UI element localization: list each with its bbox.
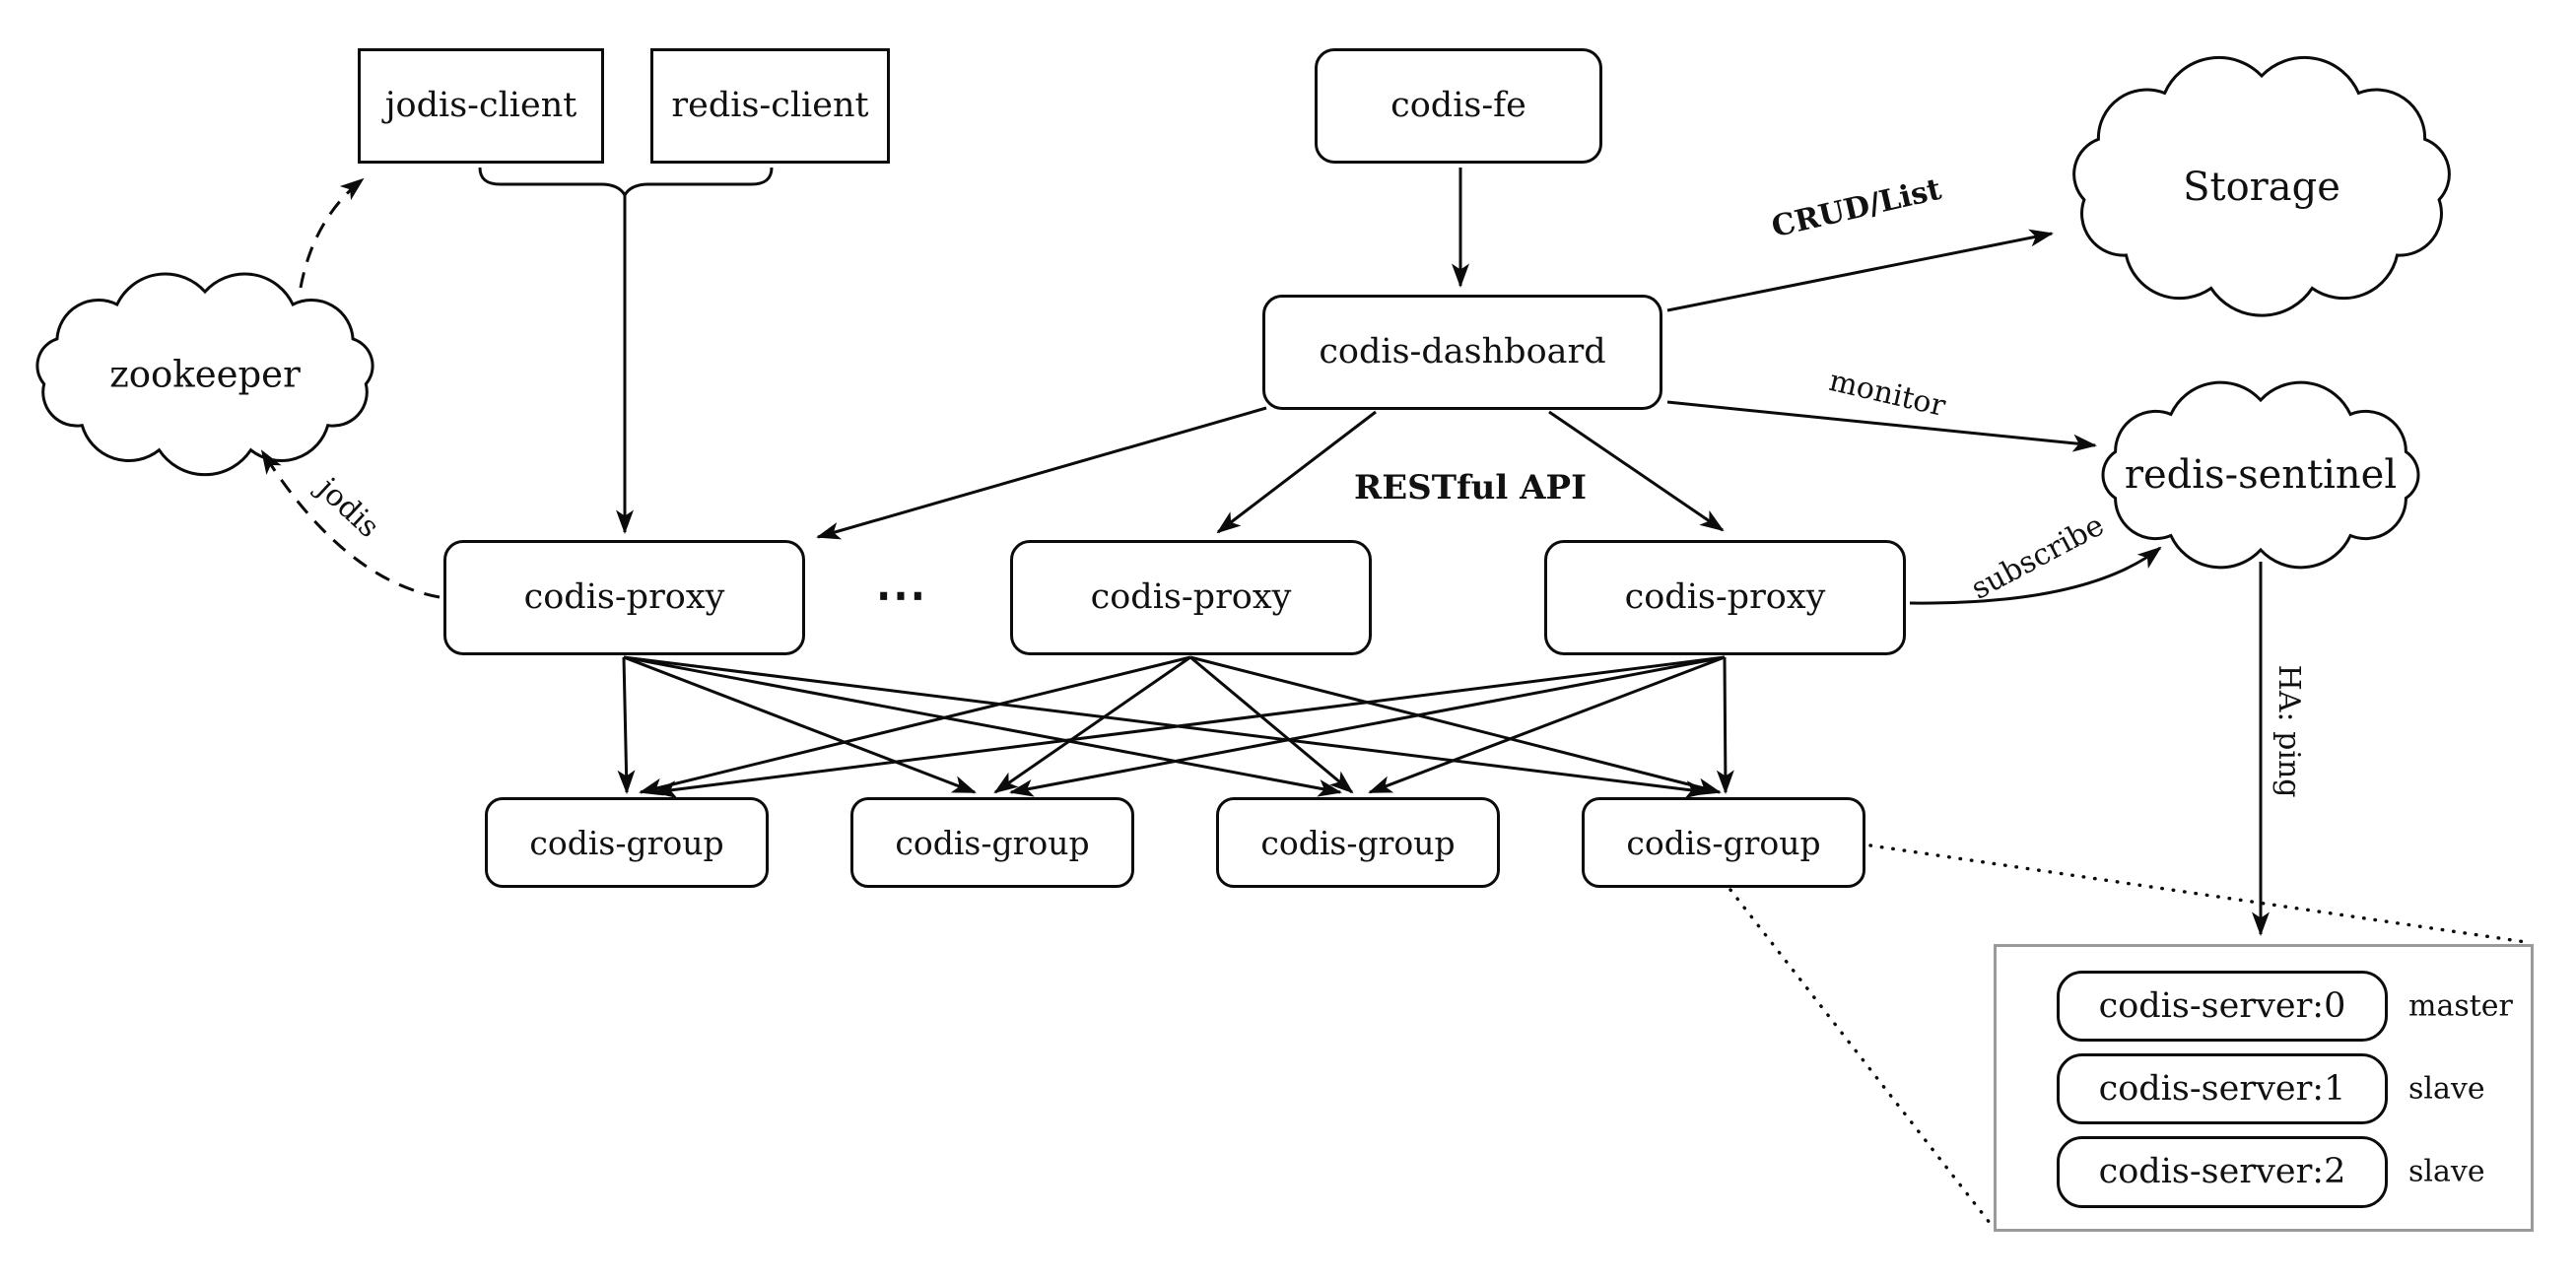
edge-dashboard-proxy1 [816, 406, 1267, 540]
codis-group-4-label: codis-group [1626, 823, 1821, 862]
node-codis-server-0: codis-server:0 [2057, 971, 2388, 1042]
edge-proxy3-group2 [1009, 655, 1726, 797]
storage-cloud-label: Storage [2183, 165, 2340, 210]
codis-server-2-label: codis-server:2 [2098, 1152, 2346, 1191]
zookeeper-cloud-label: zookeeper [109, 353, 301, 396]
codis-dashboard-label: codis-dashboard [1319, 332, 1606, 371]
edge-dashboard-sentinel [1666, 400, 2097, 452]
zookeeper-cloud-shape [35, 272, 374, 477]
clients-underbrace [478, 167, 774, 199]
codis-group-3-label: codis-group [1260, 823, 1456, 862]
node-codis-server-2: codis-server:2 [2057, 1136, 2388, 1208]
edge-dashboard-proxy2 [1216, 410, 1377, 534]
codis-group-2-label: codis-group [895, 823, 1090, 862]
codis-group-1-label: codis-group [529, 823, 724, 862]
edge-proxy3-sentinel [1909, 546, 2162, 605]
codis-proxy-2-label: codis-proxy [1090, 577, 1292, 617]
redis-sentinel-cloud-shape [2101, 380, 2420, 570]
edge-proxy2-group4 [1189, 655, 1722, 796]
node-codis-group-4: codis-group [1582, 797, 1865, 888]
storage-cloud-shape [2072, 55, 2451, 317]
codis-proxy-1-label: codis-proxy [523, 577, 725, 617]
restful-api-edge-label: RESTful API [1354, 468, 1587, 507]
codis-server-1-label: codis-server:1 [2098, 1068, 2346, 1109]
edge-dashboard-proxy3 [1548, 410, 1725, 532]
jodis-client-label: jodis-client [384, 86, 577, 125]
edge-proxy3-group3 [1368, 655, 1726, 794]
node-jodis-client: jodis-client [358, 48, 604, 164]
edge-dashboard-storage [1666, 229, 2054, 312]
edge-proxy1-zookeeper [260, 449, 441, 599]
redis-sentinel-cloud-label: redis-sentinel [2124, 452, 2398, 498]
dotted-group4-servers-bottom [1729, 888, 1996, 1230]
dotted-group4-servers-top [1868, 844, 2528, 944]
node-redis-client: redis-client [650, 48, 890, 164]
proxy-ellipsis: ⋯ [875, 565, 930, 625]
edge-proxy3-group1 [652, 655, 1726, 799]
edge-proxy2-group3 [1189, 655, 1354, 794]
node-codis-server-1: codis-server:1 [2057, 1053, 2388, 1124]
server-role-master: master [2408, 988, 2513, 1024]
edge-proxy2-group2 [993, 655, 1191, 794]
node-codis-group-1: codis-group [485, 797, 769, 888]
redis-client-label: redis-client [671, 86, 869, 125]
edge-proxy1-group4 [623, 655, 1710, 799]
node-codis-group-3: codis-group [1216, 797, 1500, 888]
edge-proxy3-group4 [1716, 656, 1734, 794]
node-codis-group-2: codis-group [850, 797, 1134, 888]
server-role-slave-2: slave [2408, 1154, 2485, 1189]
edge-zookeeper-jodisclient [299, 177, 365, 289]
edge-proxy2-group1 [639, 655, 1191, 796]
node-codis-fe: codis-fe [1315, 48, 1602, 164]
node-codis-proxy-3: codis-proxy [1544, 540, 1906, 655]
codis-server-0-label: codis-server:0 [2098, 985, 2346, 1026]
edge-proxy1-group2 [623, 655, 977, 794]
node-codis-proxy-2: codis-proxy [1010, 540, 1372, 655]
codis-fe-label: codis-fe [1390, 86, 1526, 125]
server-role-slave-1: slave [2408, 1071, 2485, 1107]
edge-proxy1-group1 [617, 656, 636, 794]
edge-proxy1-group3 [623, 655, 1342, 797]
node-codis-dashboard: codis-dashboard [1262, 295, 1662, 410]
ha-ping-edge-label: HA: ping [2271, 664, 2306, 798]
node-codis-proxy-1: codis-proxy [443, 540, 805, 655]
codis-proxy-3-label: codis-proxy [1624, 577, 1826, 617]
